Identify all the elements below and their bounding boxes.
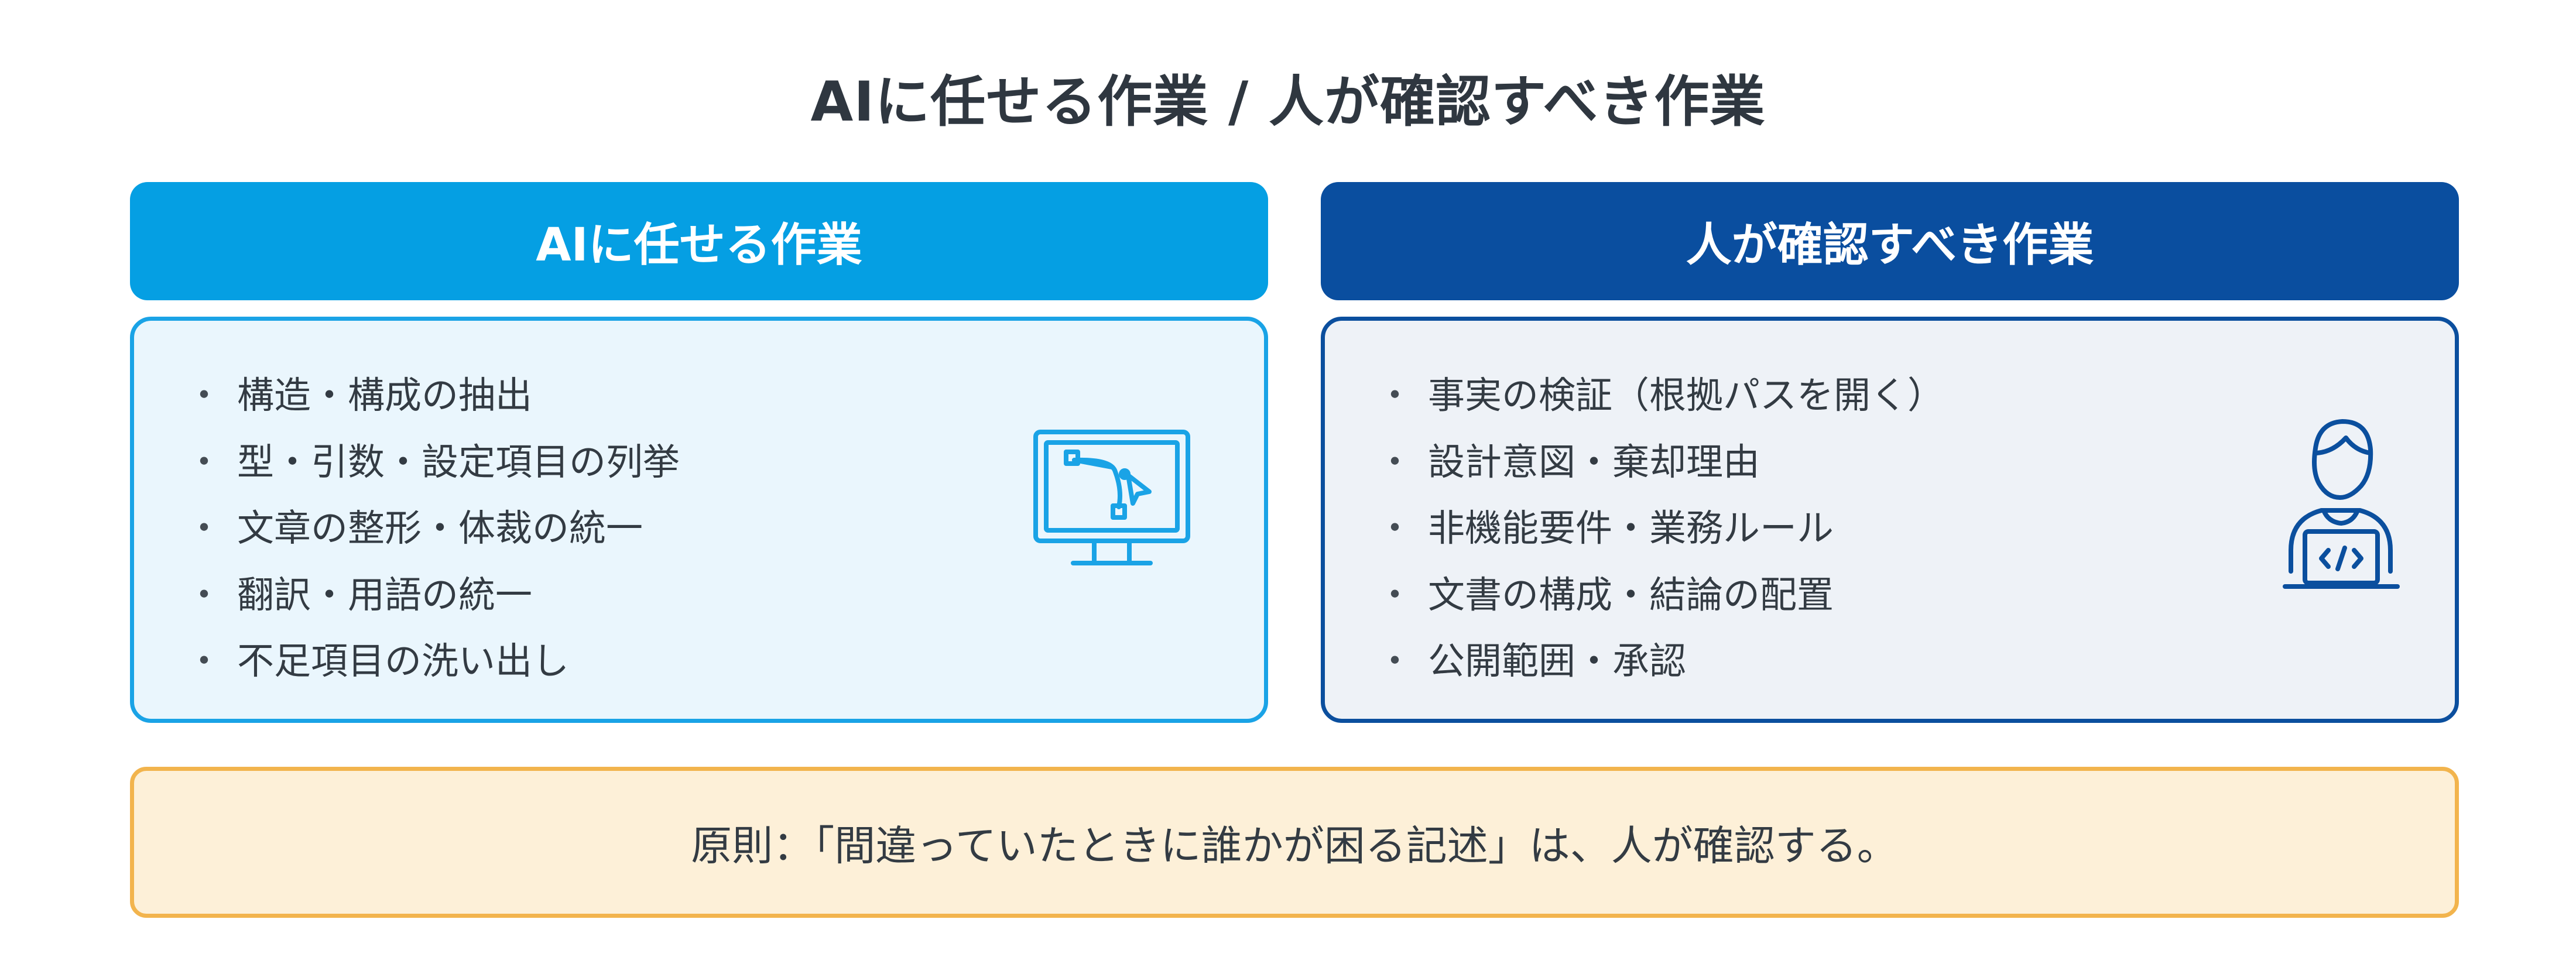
diagram-title: AIに任せる作業 / 人が確認すべき作業 [810,70,1766,134]
human-tasks-panel: ・事実の検証（根拠パスを開く） ・設計意図・棄却理由 ・非機能要件・業務ルール … [1321,317,2459,723]
list-item-label: 設計意図・棄却理由 [1428,440,1760,483]
list-item-label: 文書の構成・結論の配置 [1428,573,1834,616]
list-item: ・翻訳・用語の統一 [186,559,680,626]
bullet: ・ [1376,507,1413,550]
ai-tasks-panel: ・構造・構成の抽出 ・型・引数・設定項目の列挙 ・文章の整形・体裁の統一 ・翻訳… [130,317,1268,723]
bullet: ・ [186,573,222,616]
list-item: ・事実の検証（根拠パスを開く） [1376,359,1944,426]
human-tasks-list: ・事実の検証（根拠パスを開く） ・設計意図・棄却理由 ・非機能要件・業務ルール … [1376,359,1944,692]
person-with-code-laptop-icon [2267,414,2414,596]
list-item: ・不足項目の洗い出し [186,625,680,692]
list-item: ・設計意図・棄却理由 [1376,426,1944,493]
list-item: ・文書の構成・結論の配置 [1376,559,1944,626]
human-tasks-header: 人が確認すべき作業 [1321,182,2459,300]
bullet: ・ [1376,573,1413,616]
monitor-bezier-curve-icon [1024,426,1200,572]
bullet: ・ [186,374,222,417]
list-item-label: 型・引数・設定項目の列挙 [237,440,680,483]
ai-tasks-list: ・構造・構成の抽出 ・型・引数・設定項目の列挙 ・文章の整形・体裁の統一 ・翻訳… [186,359,680,692]
bullet: ・ [1376,640,1413,683]
list-item-label: 構造・構成の抽出 [237,374,532,417]
ai-tasks-header: AIに任せる作業 [130,182,1268,300]
list-item: ・型・引数・設定項目の列挙 [186,426,680,493]
list-item-label: 不足項目の洗い出し [237,640,569,683]
bullet: ・ [186,640,222,683]
list-item-label: 翻訳・用語の統一 [237,573,532,616]
list-item: ・公開範囲・承認 [1376,625,1944,692]
list-item-label: 事実の検証（根拠パスを開く） [1428,374,1944,417]
list-item-label: 非機能要件・業務ルール [1428,507,1834,550]
bullet: ・ [186,440,222,483]
list-item-label: 文章の整形・体裁の統一 [237,507,643,550]
bullet: ・ [1376,440,1413,483]
bullet: ・ [186,507,222,550]
list-item: ・構造・構成の抽出 [186,359,680,426]
list-item: ・文章の整形・体裁の統一 [186,492,680,559]
list-item: ・非機能要件・業務ルール [1376,492,1944,559]
principle-banner: 原則：「間違っていたときに誰かが困る記述」は、人が確認する。 [130,767,2459,918]
bullet: ・ [1376,374,1413,417]
list-item-label: 公開範囲・承認 [1428,640,1686,683]
